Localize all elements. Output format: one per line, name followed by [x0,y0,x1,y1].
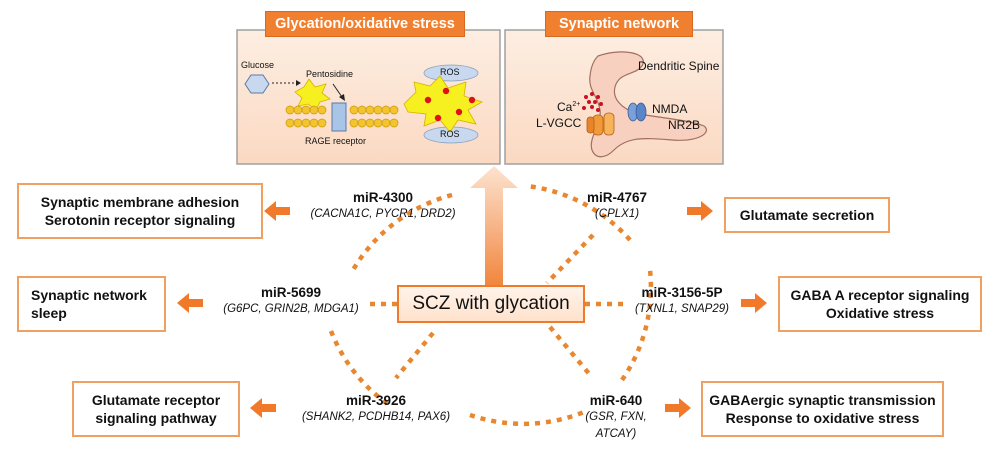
arrow-left-icon [264,201,290,221]
function-line: Synaptic network [31,287,147,303]
mirna-name: miR-4767 [586,190,648,205]
dotted-spoke [548,325,593,378]
mirna-name: miR-3156-5P [641,285,723,300]
ros-bottom-label: ROS [440,129,460,139]
ros-top-label: ROS [440,67,460,77]
dotted-spoke [545,233,595,285]
function-box-left1: Synaptic membrane adhesion Serotonin rec… [17,183,263,239]
mirna-name: miR-640 [589,393,643,408]
function-box-right3: GABAergic synaptic transmission Response… [701,381,944,437]
function-line: Response to oxidative stress [725,410,920,426]
function-arrows [177,201,767,418]
mirna-genes: (GSR, FXN, [585,411,647,423]
glycation-panel-title: Glycation/oxidative stress [265,11,465,37]
mirna-genes: (TXNL1, SNAP29) [635,303,729,315]
membrane-bilayer [285,105,399,128]
mirna-label-mir-640: miR-640 (GSR, FXN, ATCAY) [566,392,666,443]
function-line: GABA A receptor signaling [790,287,970,303]
l-vgcc-channel-icon [586,112,615,136]
arrow-right-icon [741,293,767,313]
mirna-label-mir-4300: miR-4300 (CACNA1C, PYCR1, DRD2) [293,189,473,223]
ros-dot-icon [455,108,463,116]
synaptic-illustration [582,51,707,158]
scz-glycation-center-box: SCZ with glycation [397,285,585,323]
arrow-left-icon [177,293,203,313]
function-line: Glutamate secretion [739,207,875,223]
function-box-right1: Glutamate secretion [724,197,890,233]
mirna-label-mir-3156-5p: miR-3156-5P (TXNL1, SNAP29) [612,284,752,318]
dendritic-spine-label: Dendritic Spine [638,59,720,73]
function-box-left2: Synaptic network sleep [17,276,166,332]
arrow-left-icon [250,398,276,418]
dotted-arc [526,183,632,242]
mirna-name: miR-3926 [345,393,407,408]
l-vgcc-label: L-VGCC [536,116,582,130]
dendritic-spine-shape [589,51,707,158]
nmda-receptor-icon [627,102,647,122]
dotted-arc [328,330,391,407]
calcium-ions-icon [582,92,603,112]
function-line: Serotonin receptor signaling [44,212,236,228]
mirna-genes-cont: ATCAY) [595,428,637,440]
glucose-label: Glucose [241,60,275,70]
dotted-arc [351,192,453,272]
mirna-label-mir-4767: miR-4767 (CPLX1) [567,189,667,223]
ros-dot-icon [442,87,450,95]
mirna-genes: (CACNA1C, PYCR1, DRD2) [310,208,456,220]
ros-dot-icon [424,96,432,104]
mirna-name: miR-5699 [260,285,322,300]
mirna-label-mir-3926: miR-3926 (SHANK2, PCDHB14, PAX6) [286,392,466,426]
function-line: Synaptic membrane adhesion [40,194,240,210]
calcium-label: Ca2+ [557,100,581,114]
rage-receptor-label: RAGE receptor [305,136,367,146]
dotted-spoke [394,331,435,380]
function-box-right2: GABA A receptor signaling Oxidative stre… [778,276,982,332]
nr2b-label: NR2B [668,118,701,132]
pentosidine-label: Pentosidine [306,69,354,79]
upward-arrow [470,166,518,300]
rage-receptor-icon [331,102,347,132]
arrow-right-icon [687,201,713,221]
pentosidine-arrow [332,83,343,98]
mirna-genes: (SHANK2, PCDHB14, PAX6) [301,411,451,423]
mirna-genes: (G6PC, GRIN2B, MDGA1) [223,303,359,315]
function-box-left3: Glutamate receptor signaling pathway [72,381,240,437]
dotted-network [328,183,654,427]
ros-dot-icon [468,96,476,104]
function-line: Oxidative stress [825,305,935,321]
arrow-right-icon [665,398,691,418]
dotted-arc [620,269,654,382]
mirna-label-mir-5699: miR-5699 (G6PC, GRIN2B, MDGA1) [201,284,381,318]
function-line: signaling pathway [95,410,217,426]
function-line: sleep [31,305,67,321]
nmda-label: NMDA [652,102,688,116]
ros-dot-icon [434,114,442,122]
mirna-genes: (CPLX1) [594,208,640,220]
glucose-hexagon-icon [244,74,270,94]
ros-burst-icon [403,75,483,133]
synaptic-panel-title: Synaptic network [545,11,693,37]
function-line: Glutamate receptor [91,392,221,408]
glycation-illustration [244,64,483,144]
ros-top-ellipse [423,64,479,82]
mirna-name: miR-4300 [352,190,414,205]
dotted-arc [469,409,585,427]
function-line: GABAergic synaptic transmission [709,392,936,408]
